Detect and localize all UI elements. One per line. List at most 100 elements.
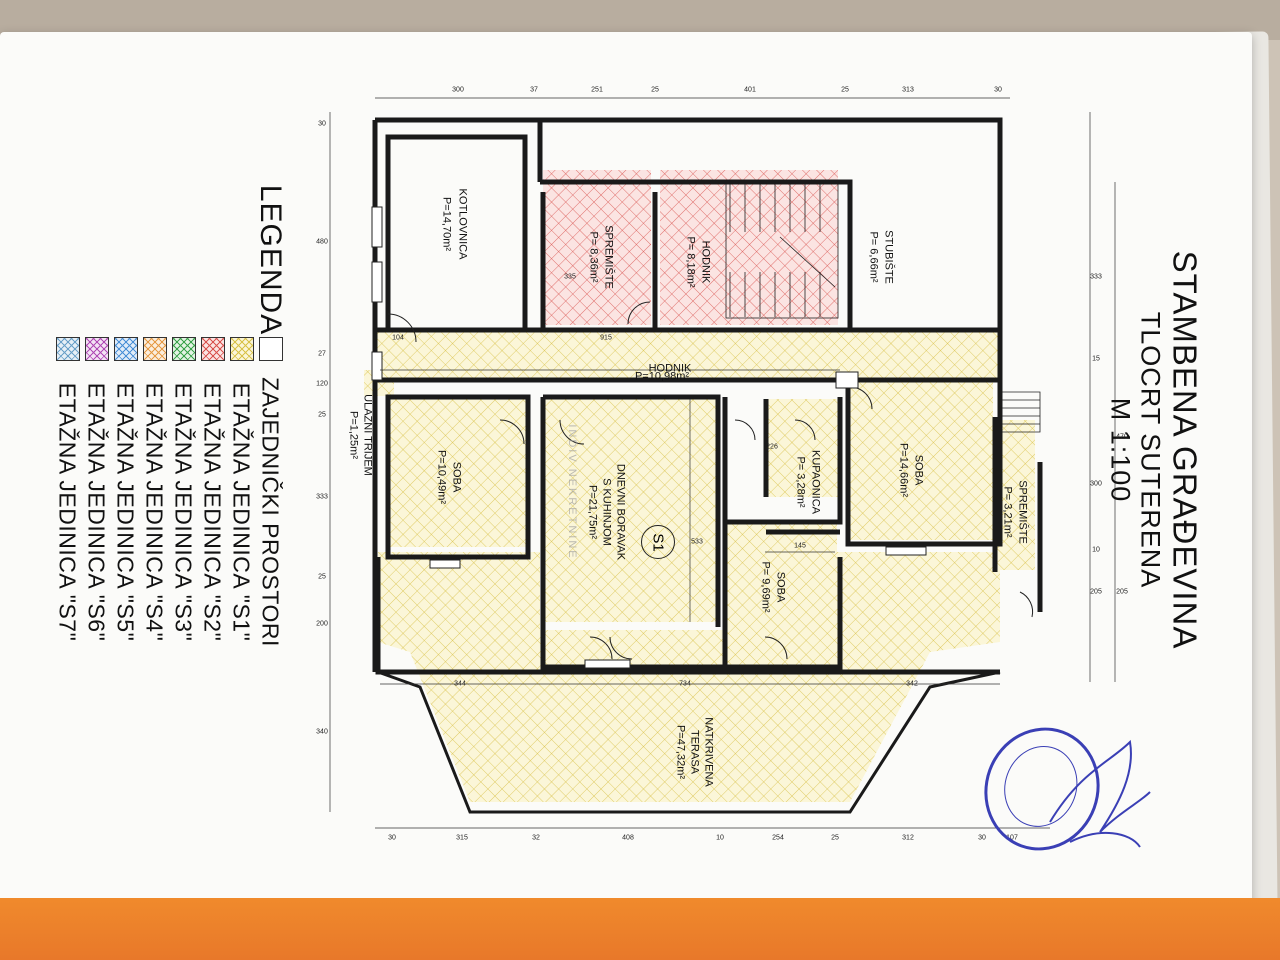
dimension-label: 335 [564, 273, 576, 281]
room-dnevni-name: DNEVNI BORAVAK [614, 463, 627, 561]
dimension-label: 15 [1092, 355, 1100, 363]
room-kotlovnica-name: KOTLOVNICA [456, 188, 469, 260]
dimension-label: 30 [978, 834, 986, 842]
dimension-label: 340 [316, 728, 328, 736]
dimension-label: 104 [392, 334, 404, 342]
legend-swatch [85, 337, 109, 361]
dimension-label: 470 [1116, 433, 1128, 441]
room-soba-mid-name: SOBA [774, 571, 787, 603]
dimension-label: 37 [530, 86, 538, 94]
dimension-label: 300 [1090, 480, 1102, 488]
room-spremiste-right-area: P= 3,21m² [1001, 486, 1014, 538]
dimension-label: 30 [388, 834, 396, 842]
legend-item: ETAŽNA JEDINICA "S4" [141, 382, 168, 642]
room-soba-left-area: P=10,49m² [435, 449, 448, 505]
legend-swatch [201, 337, 225, 361]
floor-plan-drawing [329, 97, 1116, 829]
dimension-label: 30 [994, 86, 1002, 94]
room-ulazni-trijem-area: P=1,25m² [347, 411, 360, 459]
dimension-label: 251 [591, 86, 603, 94]
floor-plan-sheet: STAMBENA GRAĐEVINA TLOCRT SUTERENA M 1:1… [0, 32, 1252, 914]
dimension-label: 145 [794, 542, 806, 550]
watermark: INDIV NEKRETNINE [566, 424, 578, 560]
room-terasa-name: NATKRIVENA [702, 717, 715, 787]
dimension-label: 25 [318, 573, 326, 581]
room-stubiste-area: P= 6,66m² [867, 231, 880, 283]
room-soba-mid-area: P= 9,69m² [759, 561, 772, 613]
dimension-label: 10 [1092, 546, 1100, 554]
dimension-label: 30 [318, 120, 326, 128]
legend-swatch [143, 337, 167, 361]
dimension-label: 401 [744, 86, 756, 94]
windows [371, 206, 927, 669]
room-stubiste-name: STUBIŠTE [882, 230, 895, 284]
room-kupaonica-name: KUPAONICA [809, 450, 822, 514]
unit-s2-area [543, 170, 838, 325]
dimension-label: 333 [316, 493, 328, 501]
legend-item: ZAJEDNIČKI PROSTORI [257, 377, 284, 647]
unit-marker-s1: S1 [641, 525, 675, 559]
room-soba-right-name: SOBA [912, 454, 925, 486]
dimension-label: 333 [1090, 273, 1102, 281]
dimension-label: 25 [831, 834, 839, 842]
room-terasa-name2: TERASA [688, 729, 701, 775]
unit-marker-label: S1 [649, 532, 667, 552]
plan-scale: M 1:100 [1105, 397, 1136, 503]
legend-swatch [114, 337, 138, 361]
room-soba-left-name: SOBA [450, 461, 463, 493]
room-kotlovnica-area: P=14,70m² [440, 196, 453, 252]
signature-icon [1049, 739, 1151, 848]
plan-subtitle: TLOCRT SUTERENA [1135, 311, 1166, 589]
room-kupaonica-area: P= 3,28m² [794, 456, 807, 508]
dimension-label: 205 [1116, 588, 1128, 596]
terrace-outline [377, 670, 1001, 814]
legend-title: LEGENDA [254, 184, 287, 336]
legend-item: ETAŽNA JEDINICA "S5" [112, 382, 139, 642]
room-soba-right-area: P=14,66m² [897, 442, 910, 498]
walls [372, 117, 1043, 675]
doors [387, 301, 1034, 660]
dimension-label: 254 [772, 834, 784, 842]
dimension-label: 300 [452, 86, 464, 94]
legend-swatch [56, 337, 80, 361]
dimension-label: 25 [841, 86, 849, 94]
legend-item: ETAŽNA JEDINICA "S2" [199, 382, 226, 642]
legend-item: ETAŽNA JEDINICA "S1" [228, 382, 255, 642]
dimension-label: 408 [622, 834, 634, 842]
room-hodnik-main-name: HODNIK [648, 362, 692, 375]
dimension-label: 480 [316, 238, 328, 246]
room-spremiste-name: SPREMIŠTE [602, 225, 615, 289]
dimension-label: 120 [316, 380, 328, 388]
dimension-label: 25 [318, 411, 326, 419]
room-hodnik-top-name: HODNIK [699, 240, 712, 284]
room-dnevni-area: P=21,75m² [586, 484, 599, 540]
room-dnevni-name2: S KUHINJOM [600, 478, 613, 546]
room-hodnik-main-area: P=10,98m² [634, 370, 690, 383]
orange-folder-edge [0, 898, 1280, 960]
dimension-label: 226 [766, 443, 778, 451]
dimension-label: 312 [902, 834, 914, 842]
dimension-label: 734 [679, 680, 691, 688]
plan-title: STAMBENA GRAĐEVINA [1166, 250, 1204, 650]
dimension-label: 27 [318, 350, 326, 358]
dimension-lines [329, 97, 1116, 829]
dimension-label: 107 [1006, 834, 1018, 842]
legend-swatch [172, 337, 196, 361]
unit-s1-area [364, 332, 1035, 802]
dimension-label: 313 [902, 86, 914, 94]
dimension-label: 915 [600, 334, 612, 342]
dimension-label: 342 [906, 680, 918, 688]
legend-item: ETAŽNA JEDINICA "S7" [54, 382, 81, 642]
room-terasa-area: P=47,32m² [674, 724, 687, 780]
room-spremiste-area: P= 8,36m² [587, 231, 600, 283]
dimension-label: 32 [532, 834, 540, 842]
room-hodnik-top-area: P= 8,18m² [684, 236, 697, 288]
room-ulazni-trijem-name: ULAZNI TRIJEM [361, 394, 374, 476]
dimension-label: 10 [716, 834, 724, 842]
dimension-label: 205 [1090, 588, 1102, 596]
dimension-label: 200 [316, 620, 328, 628]
dimension-label: 344 [454, 680, 466, 688]
dimension-label: 315 [456, 834, 468, 842]
legend-item: ETAŽNA JEDINICA "S6" [83, 382, 110, 642]
dimension-label: 533 [691, 538, 703, 546]
